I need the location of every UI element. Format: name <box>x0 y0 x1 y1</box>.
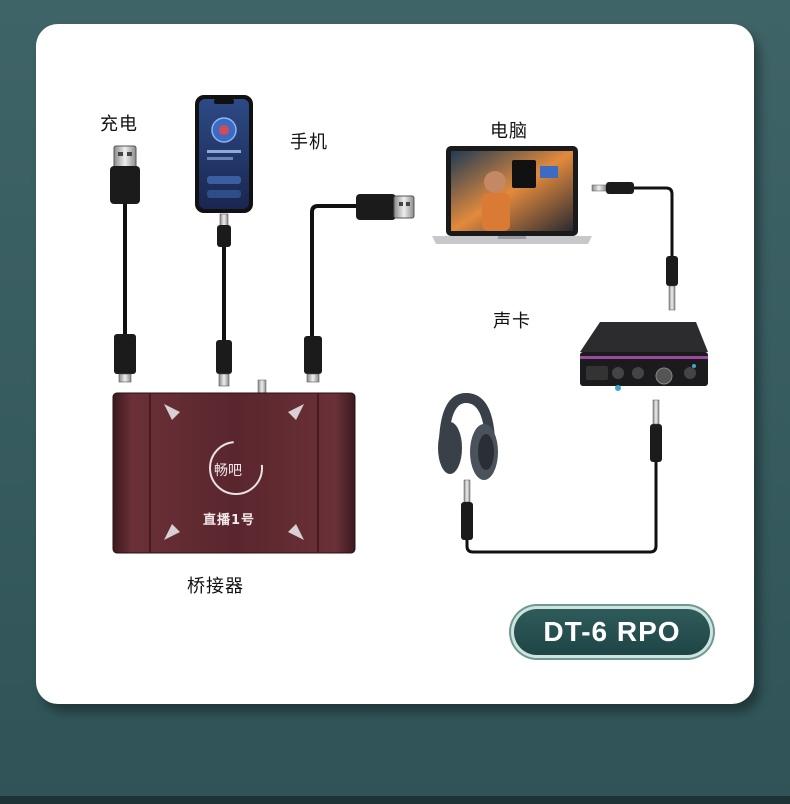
bridge-device <box>112 379 356 554</box>
device-sub-text: 直播1号 <box>203 513 256 528</box>
usb-cable <box>304 194 415 383</box>
sound-card-illustration <box>580 322 708 391</box>
laptop-illustration <box>432 146 592 244</box>
phone-illustration <box>195 95 253 213</box>
device-brand-text: 畅吧 <box>214 463 242 479</box>
label-phone: 手机 <box>290 132 328 153</box>
audio-cable-headphones <box>461 399 662 554</box>
label-bridge: 桥接器 <box>187 576 244 597</box>
label-computer: 电脑 <box>490 121 528 142</box>
headphones-illustration <box>438 392 498 480</box>
label-sound-card: 声卡 <box>493 311 531 332</box>
phone-cable <box>216 213 232 387</box>
label-charge: 充电 <box>100 114 138 135</box>
audio-cable-laptop <box>591 182 678 311</box>
charge-cable <box>110 145 140 383</box>
bottom-bar <box>0 796 790 804</box>
model-badge: DT-6 RPO <box>514 609 710 655</box>
